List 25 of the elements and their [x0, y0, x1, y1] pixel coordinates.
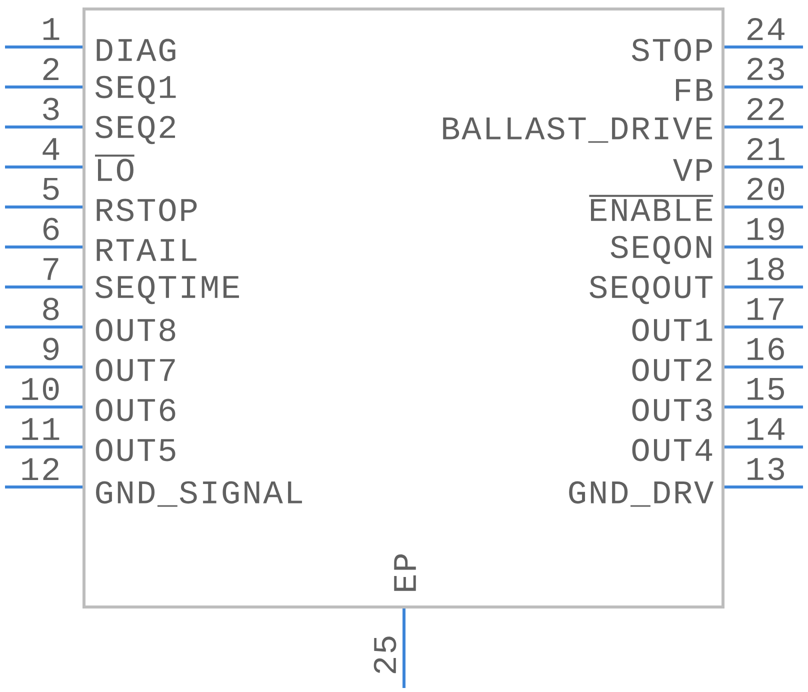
pin-name: BALLAST_DRIVE	[443, 117, 712, 143]
pin-name: OUT3	[632, 398, 712, 422]
pin-name: OUT4	[632, 438, 712, 462]
pin-name: LO	[95, 154, 134, 182]
pin-name: SEQ1	[95, 76, 176, 104]
pin-name: GND_SIGNAL	[96, 481, 302, 507]
pin-name: RTAIL	[96, 239, 196, 261]
pin-name: RSTOP	[96, 198, 197, 222]
pin-name: OUT6	[96, 398, 176, 422]
pin-name: OUT5	[96, 438, 176, 462]
pin-name: OUT2	[632, 358, 712, 382]
pin-name: FB	[676, 79, 713, 101]
pin-name: SEQON	[610, 236, 712, 264]
pin-name: SEQ2	[95, 116, 175, 144]
pin-name: OUT7	[96, 358, 175, 382]
pin-name: ENABLE	[589, 194, 713, 221]
pin-name: OUT8	[96, 318, 176, 342]
pin-name: SEQTIME	[95, 276, 239, 304]
pin-name: SEQOUT	[590, 276, 713, 304]
pin-name: OUT1	[632, 318, 712, 342]
pin-name: GND_DRV	[569, 481, 714, 507]
pin-name: VP	[673, 159, 712, 181]
pin-name: EP	[394, 554, 416, 591]
pin-name: STOP	[632, 38, 712, 62]
pin-name: DIAG	[96, 38, 176, 62]
